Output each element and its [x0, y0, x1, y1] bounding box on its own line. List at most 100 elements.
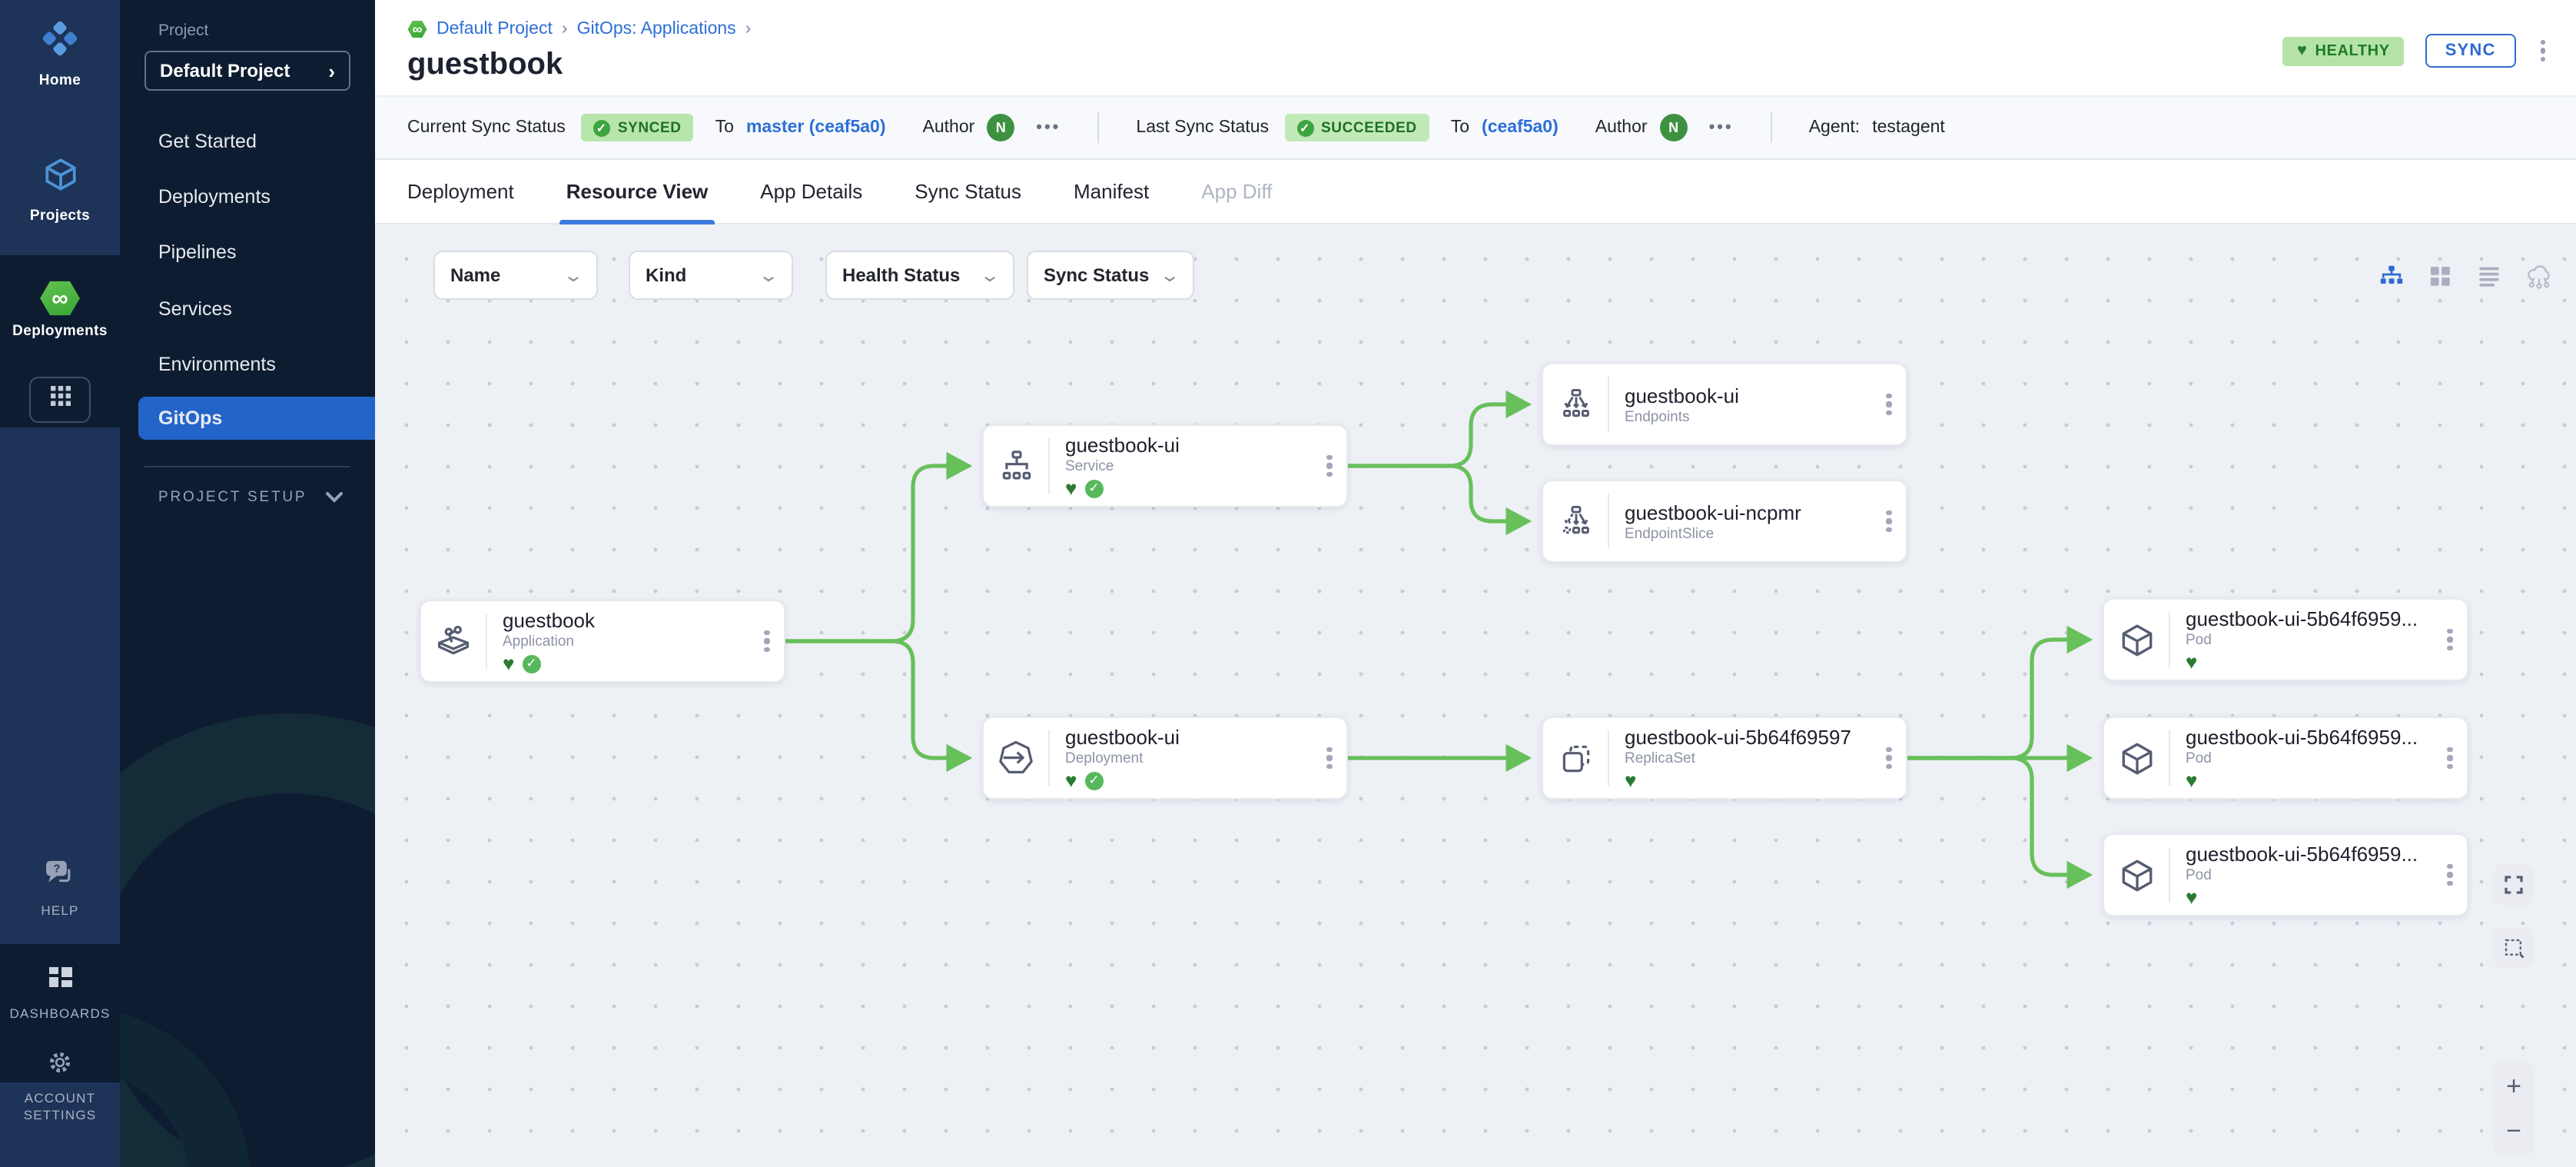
fullscreen-button[interactable] [2493, 864, 2535, 906]
rail-item-help[interactable]: ? HELP [0, 858, 120, 919]
tab-manifest[interactable]: Manifest [1074, 180, 1150, 203]
node-menu-kebab-icon[interactable] [1872, 746, 1906, 770]
rail-item-deployments[interactable]: ∞ Deployments [0, 280, 120, 341]
settings-gear-icon [46, 1049, 74, 1084]
commit-more-icon[interactable]: ••• [1036, 118, 1061, 137]
sidebar-item-gitops[interactable]: GitOps [138, 397, 375, 440]
resource-node-deployment[interactable]: guestbook-ui Deployment ♥ ✓ [982, 716, 1348, 800]
breadcrumb-link-gitops-applications[interactable]: GitOps: Applications [576, 20, 736, 38]
module-browser-button[interactable] [29, 377, 91, 423]
sidebar-item-get-started[interactable]: Get Started [120, 120, 375, 163]
resource-node-replicaset[interactable]: guestbook-ui-5b64f69597 ReplicaSet ♥ [1542, 716, 1907, 800]
filter-sync-status[interactable]: Sync Status⌄ [1027, 251, 1194, 300]
rail-item-label: ACCOUNT SETTINGS [23, 1090, 97, 1122]
rail-item-label: Home [38, 72, 81, 89]
resource-node-pod-3[interactable]: guestbook-ui-5b64f6959... Pod ♥ [2103, 833, 2468, 916]
node-menu-kebab-icon[interactable] [1313, 454, 1346, 477]
marquee-select-icon [2505, 939, 2525, 959]
node-menu-kebab-icon[interactable] [750, 630, 784, 653]
filter-health-status[interactable]: Health Status⌄ [825, 251, 1014, 300]
rail-item-dashboards[interactable]: DASHBOARDS [0, 966, 120, 1022]
current-target-revision-link[interactable]: master (ceaf5a0) [745, 118, 886, 137]
node-menu-kebab-icon[interactable] [1313, 746, 1346, 770]
marquee-select-button[interactable] [2493, 927, 2535, 969]
resource-tree-canvas[interactable]: Name⌄ Kind⌄ Health Status⌄ Sync Status⌄ [375, 224, 2576, 1167]
resource-node-service[interactable]: guestbook-ui Service ♥ ✓ [982, 424, 1348, 507]
zoom-out-button[interactable]: − [2506, 1116, 2521, 1145]
zoom-in-button[interactable]: + [2506, 1072, 2521, 1101]
page-title: guestbook [407, 48, 563, 81]
sidebar-divider [144, 466, 350, 467]
tab-deployment[interactable]: Deployment [407, 180, 514, 203]
node-menu-kebab-icon[interactable] [2433, 628, 2467, 651]
breadcrumb-link-project[interactable]: Default Project [437, 20, 553, 38]
network-view-icon[interactable] [2525, 263, 2553, 291]
resource-node-pod-2[interactable]: guestbook-ui-5b64f6959... Pod ♥ [2103, 716, 2468, 800]
rail-item-account-settings[interactable]: ACCOUNT SETTINGS [0, 1049, 120, 1123]
sync-status-bar: Current Sync Status ✓ SYNCED To master (… [375, 95, 2576, 160]
filter-label: Health Status [842, 264, 961, 286]
sidebar-item-label: Environments [158, 354, 276, 375]
sync-button[interactable]: SYNC [2425, 34, 2516, 68]
resource-kind: Pod [2186, 750, 2212, 767]
resource-kind: Application [503, 633, 574, 650]
tab-sync-status[interactable]: Sync Status [915, 180, 1021, 203]
resource-name: guestbook-ui [1065, 726, 1180, 749]
resource-name: guestbook-ui-5b64f6959... [2186, 726, 2418, 749]
tab-resource-view[interactable]: Resource View [559, 159, 715, 224]
filter-kind[interactable]: Kind⌄ [629, 251, 793, 300]
node-menu-kebab-icon[interactable] [1872, 393, 1906, 416]
resource-kind: Deployment [1065, 750, 1144, 767]
resource-node-endpointslice[interactable]: guestbook-ui-ncpmr EndpointSlice [1542, 480, 1907, 563]
project-selector-value: Default Project [160, 60, 290, 81]
project-selector[interactable]: Default Project › [144, 51, 350, 91]
commit-more-icon[interactable]: ••• [1708, 118, 1734, 137]
rail-item-home[interactable]: Home [0, 18, 120, 91]
node-menu-kebab-icon[interactable] [2433, 863, 2467, 886]
chevron-down-icon [326, 492, 343, 503]
heart-icon: ♥ [2296, 41, 2308, 59]
resource-kind: ReplicaSet [1625, 750, 1695, 767]
rail-item-label: Projects [29, 208, 91, 224]
chevron-down-icon: ⌄ [1158, 264, 1181, 286]
sidebar-item-label: Services [158, 298, 232, 320]
app-menu-kebab-icon[interactable] [2538, 36, 2548, 65]
filter-name[interactable]: Name⌄ [433, 251, 598, 300]
list-view-icon[interactable] [2476, 263, 2504, 291]
author-avatar[interactable]: N [987, 114, 1015, 141]
module-grid-icon [48, 384, 71, 415]
module-rail: Home Projects ∞ Deployments [0, 0, 120, 1167]
sidebar-item-environments[interactable]: Environments [120, 343, 375, 386]
sidebar-item-services[interactable]: Services [120, 288, 375, 331]
tree-view-icon[interactable] [2378, 263, 2405, 291]
resource-node-pod-1[interactable]: guestbook-ui-5b64f6959... Pod ♥ [2103, 598, 2468, 681]
resource-kind: Pod [2186, 867, 2212, 884]
rail-item-label: HELP [41, 903, 79, 918]
project-setup-toggle[interactable]: PROJECT SETUP [158, 489, 343, 506]
harness-watermark [120, 713, 375, 1167]
divider [1770, 112, 1772, 143]
node-menu-kebab-icon[interactable] [2433, 746, 2467, 770]
last-target-revision-link[interactable]: (ceaf5a0) [1482, 118, 1559, 137]
rail-item-projects[interactable]: Projects [0, 155, 120, 226]
resource-name: guestbook-ui-ncpmr [1625, 500, 1801, 524]
to-label: To [1450, 118, 1470, 137]
sidebar-item-label: Pipelines [158, 241, 237, 263]
node-menu-kebab-icon[interactable] [1872, 510, 1906, 533]
sidebar-item-deployments[interactable]: Deployments [120, 175, 375, 218]
succeeded-badge: ✓ SUCCEEDED [1284, 114, 1429, 141]
breadcrumb-separator: › [561, 20, 568, 38]
resource-node-endpoints[interactable]: guestbook-ui Endpoints [1542, 363, 1907, 446]
resource-name: guestbook [503, 609, 595, 632]
tab-app-diff: App Diff [1201, 180, 1273, 203]
grid-view-icon[interactable] [2427, 263, 2455, 291]
resource-name: guestbook-ui [1625, 384, 1739, 407]
tab-app-details[interactable]: App Details [760, 180, 863, 203]
agent-value: testagent [1872, 118, 1945, 137]
sidebar-item-pipelines[interactable]: Pipelines [120, 231, 375, 274]
rail-item-label: DASHBOARDS [9, 1006, 111, 1021]
divider [1097, 112, 1100, 143]
author-avatar[interactable]: N [1659, 114, 1688, 141]
deployments-icon: ∞ [40, 281, 80, 316]
resource-node-application[interactable]: guestbook Application ♥ ✓ [420, 600, 785, 683]
